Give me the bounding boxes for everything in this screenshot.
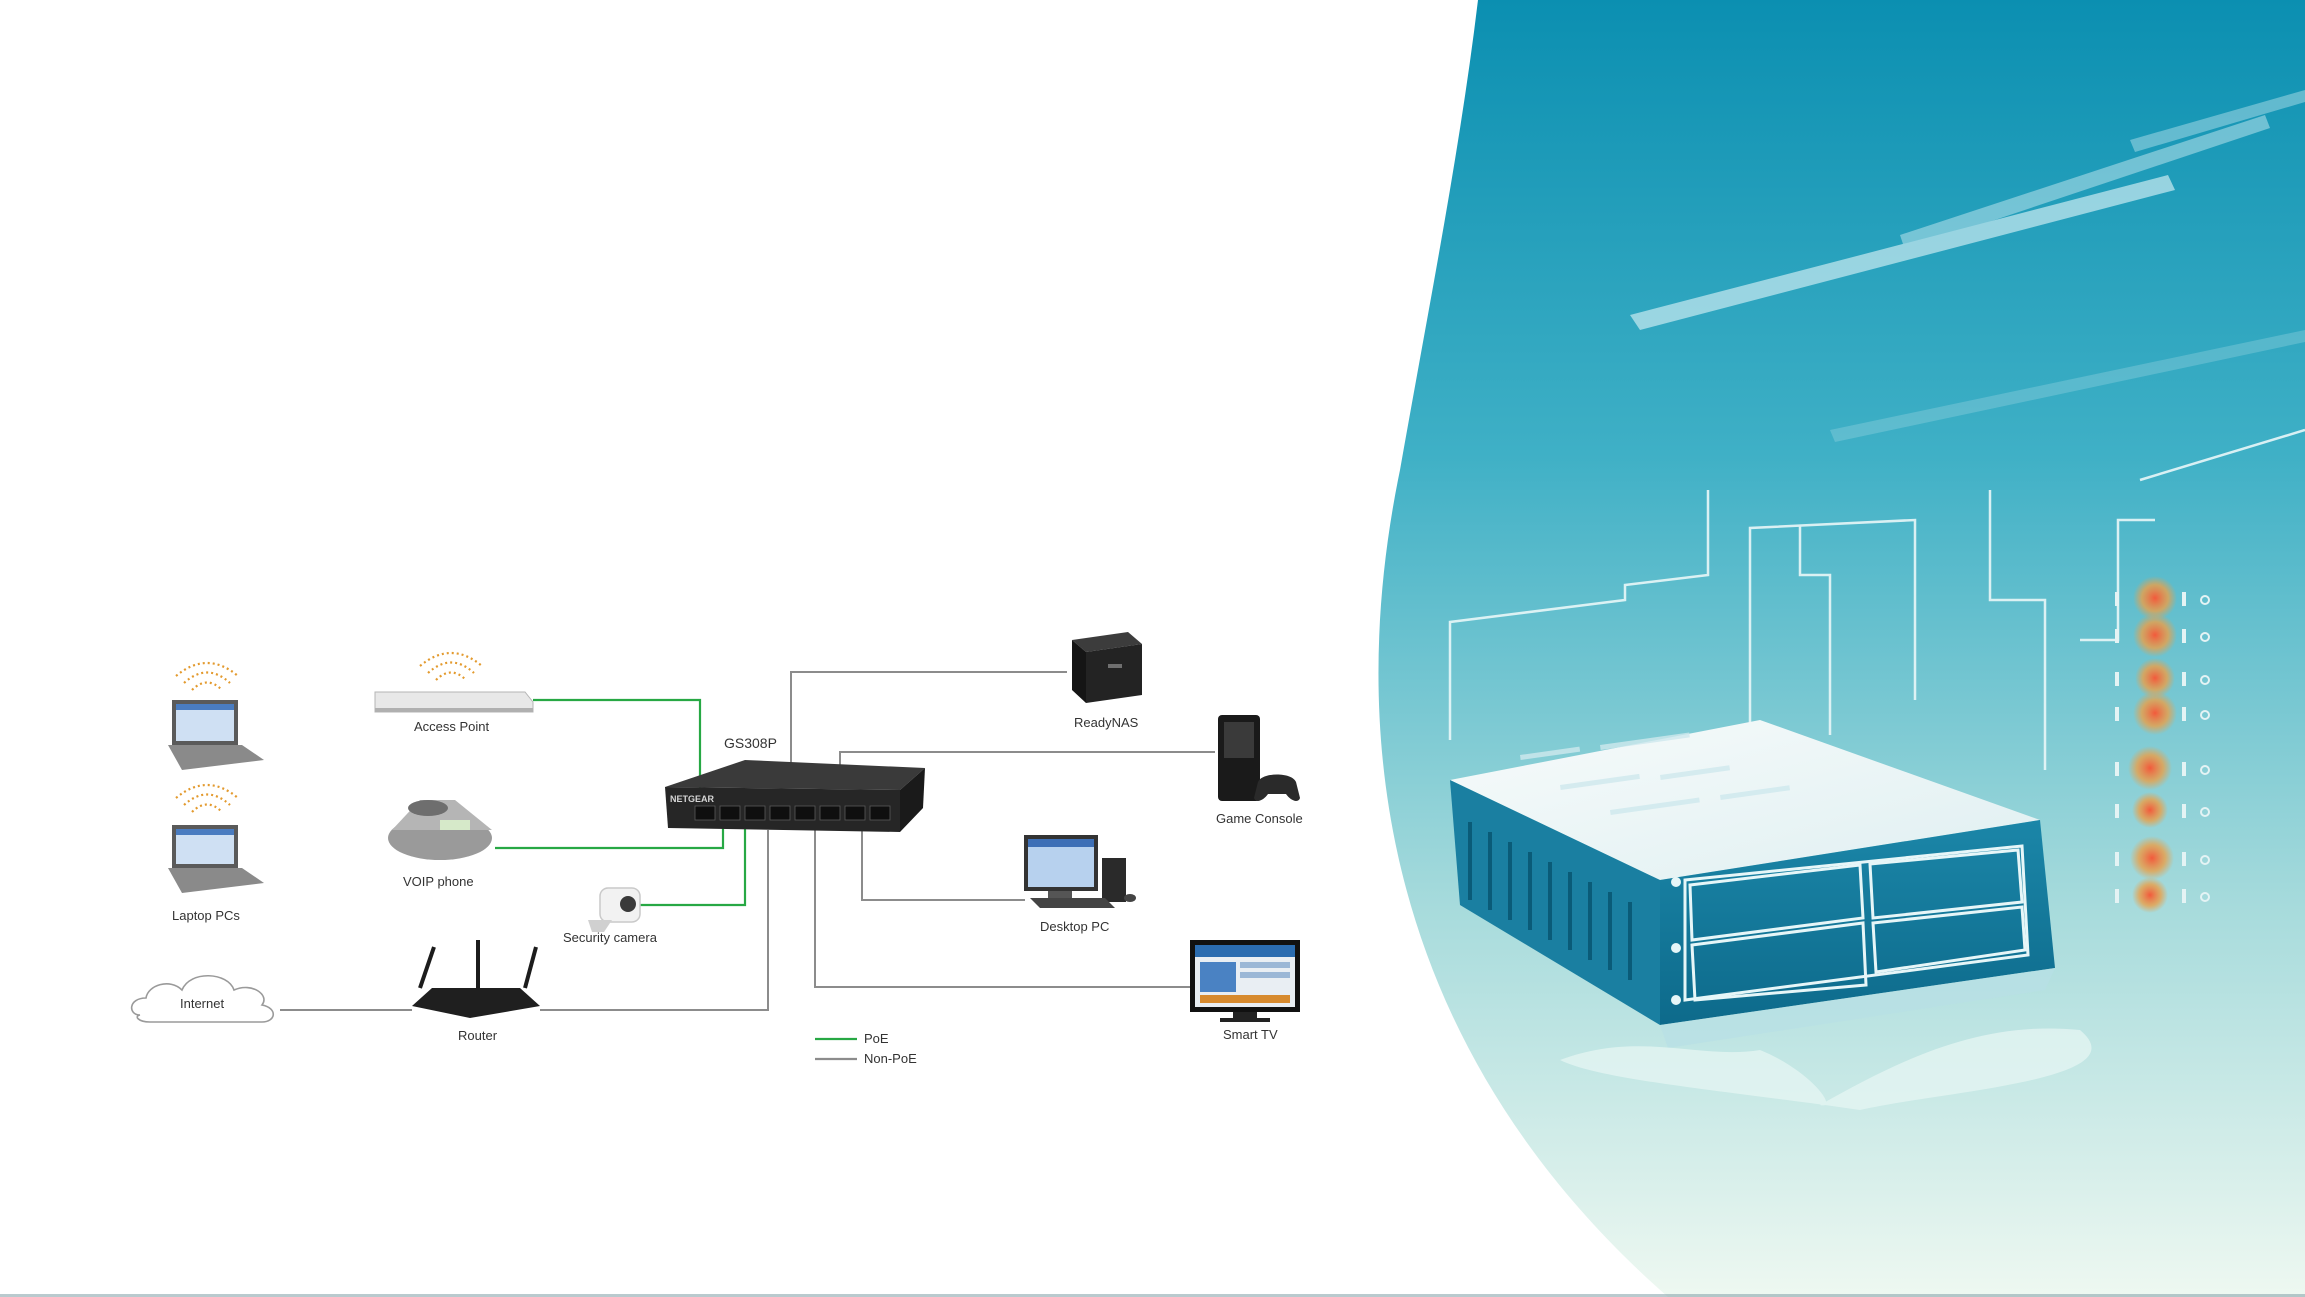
legend-label-non-poe: Non-PoE [864,1051,917,1066]
security-camera: Security camera [563,888,658,945]
line-desktop-pc [862,830,1025,900]
switch-model-label: GS308P [724,735,777,751]
router-label: Router [458,1028,498,1043]
readynas-label: ReadyNAS [1074,715,1139,730]
security-camera-label: Security camera [563,930,658,945]
decorative-illustration [1378,0,2305,1297]
line-router [540,830,768,1010]
wifi-signal-icon [420,653,482,680]
internet-cloud: Internet [132,976,274,1022]
access-point: Access Point [375,653,533,734]
desktop-pc: Desktop PC [1024,835,1136,934]
game-console-label: Game Console [1216,811,1303,826]
laptop-pcs-label: Laptop PCs [172,908,240,923]
switch-brand-label: NETGEAR [670,794,715,804]
network-switch: GS308P NETGEAR [665,735,925,832]
voip-phone-label: VOIP phone [403,874,474,889]
wifi-signal-icon [176,663,238,690]
desktop-pc-label: Desktop PC [1040,919,1109,934]
smart-tv: Smart TV [1190,940,1300,1042]
access-point-label: Access Point [414,719,490,734]
internet-label: Internet [180,996,224,1011]
router: Router [412,940,540,1043]
legend-label-poe: PoE [864,1031,889,1046]
voip-phone: VOIP phone [388,800,492,889]
legend: PoE Non-PoE [815,1031,917,1066]
smart-tv-label: Smart TV [1223,1027,1278,1042]
readynas: ReadyNAS [1072,632,1142,730]
line-smart-tv [815,830,1192,987]
laptop-icon [168,825,264,893]
laptop-icon [168,700,264,770]
gamepad-icon [1254,775,1300,801]
line-security-camera [640,818,745,905]
network-diagram: GS308P NETGEAR [132,632,1303,1066]
line-readynas [791,672,1067,770]
game-console: Game Console [1216,715,1303,826]
laptop-pcs: Laptop PCs [168,663,264,923]
wifi-signal-icon [176,785,238,812]
